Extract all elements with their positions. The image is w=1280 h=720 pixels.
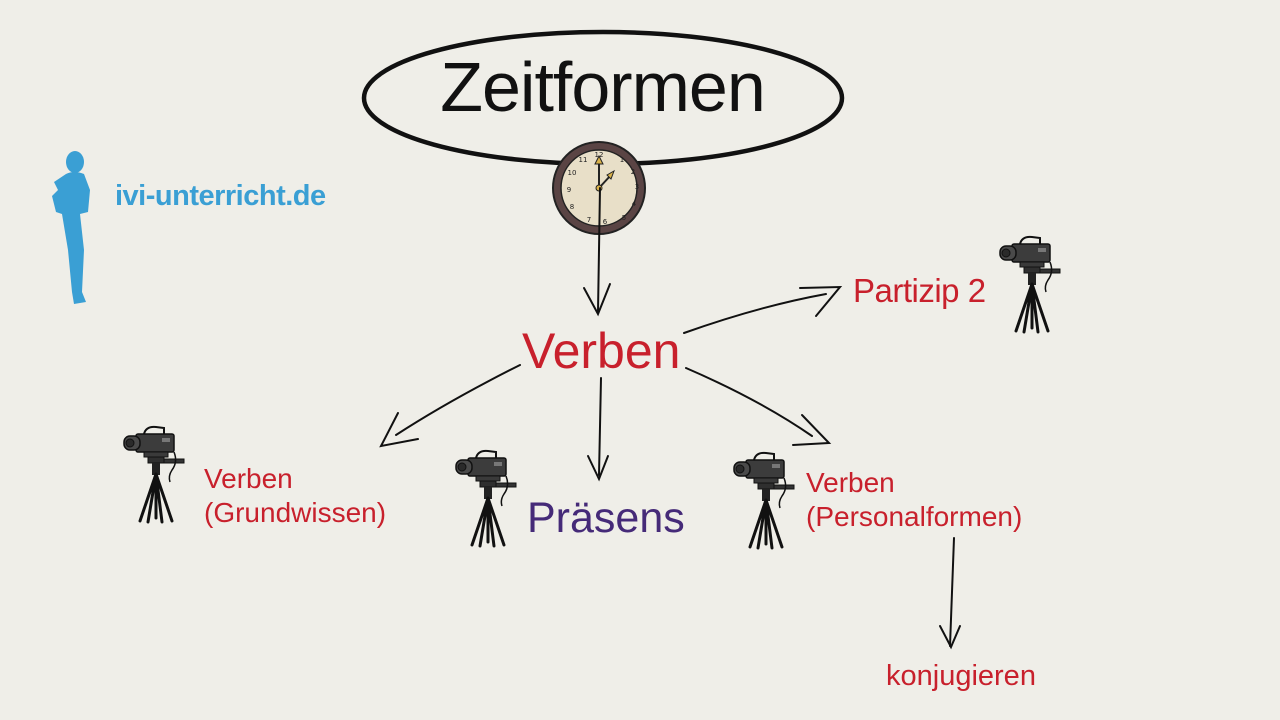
arrow-clock-to-verben	[597, 187, 601, 313]
node-line-1: Verben	[806, 467, 895, 498]
arrow-to-grundwissen	[395, 364, 521, 436]
arrow-to-praesens	[598, 377, 602, 476]
page-title: Zeitformen	[440, 48, 766, 126]
node-verben-grundwissen[interactable]: Verben (Grundwissen)	[204, 462, 386, 530]
arrow-to-konjugieren	[949, 537, 955, 647]
svg-text:4: 4	[632, 200, 637, 208]
svg-text:5: 5	[622, 214, 626, 222]
svg-text:1: 1	[620, 156, 624, 164]
node-praesens[interactable]: Präsens	[527, 494, 685, 542]
svg-text:7: 7	[587, 216, 591, 224]
person-silhouette-icon	[52, 151, 90, 304]
svg-text:8: 8	[570, 203, 574, 211]
node-line-2: (Personalformen)	[806, 501, 1023, 532]
brand-link[interactable]: ivi-unterricht.de	[115, 180, 326, 212]
svg-text:11: 11	[579, 156, 588, 164]
node-verben-personalformen[interactable]: Verben (Personalformen)	[806, 466, 1022, 534]
svg-text:3: 3	[635, 183, 639, 191]
video-camera-icon	[998, 235, 1062, 334]
node-line-2: (Grundwissen)	[204, 497, 387, 528]
node-konjugieren: konjugieren	[886, 660, 1036, 692]
arrow-to-partizip	[683, 293, 827, 334]
node-partizip-2[interactable]: Partizip 2	[853, 272, 986, 309]
svg-text:10: 10	[568, 169, 577, 177]
svg-text:9: 9	[567, 186, 571, 194]
svg-text:6: 6	[603, 218, 608, 226]
arrow-to-personalformen	[685, 367, 813, 437]
node-line-1: Verben	[204, 463, 293, 494]
video-camera-icon	[454, 449, 518, 548]
video-camera-icon	[732, 451, 796, 550]
video-camera-icon	[122, 425, 186, 524]
node-verben: Verben	[522, 323, 681, 379]
svg-text:2: 2	[631, 168, 635, 176]
